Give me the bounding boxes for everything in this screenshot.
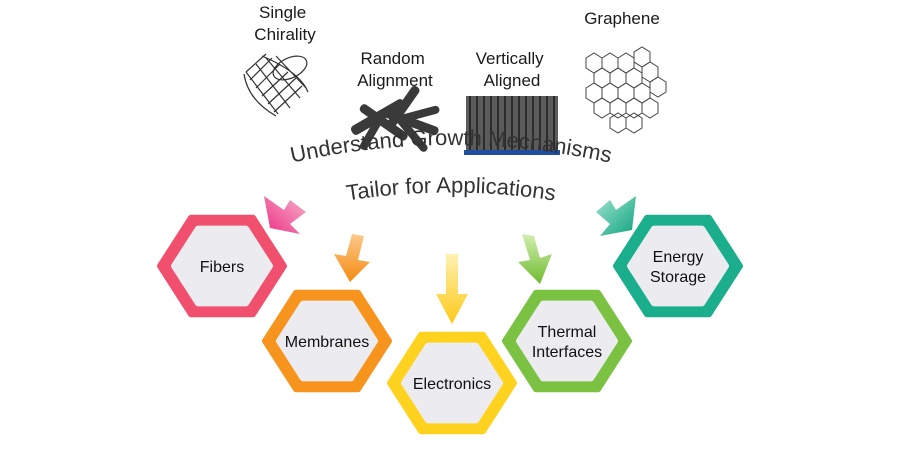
arc-text-line2: Tailor for Applications	[344, 172, 557, 205]
hex-thermal-interfaces-fill	[516, 300, 618, 382]
hex-fibers-fill	[171, 225, 273, 307]
arrow-to-energy-storage	[596, 196, 636, 236]
single-chirality-nanotube-icon	[243, 53, 309, 117]
hex-fibers-label: Fibers	[200, 259, 244, 276]
label-graphene: Graphene	[584, 9, 660, 28]
arrow-to-fibers	[264, 196, 306, 234]
label-single-chirality: Single Chirality	[254, 3, 316, 44]
label-vertically-aligned: Vertically Aligned	[476, 49, 549, 90]
arrow-to-membranes	[334, 234, 370, 282]
vertically-aligned-forest-icon	[464, 96, 560, 155]
label-random-alignment: Random Alignment	[357, 49, 433, 90]
random-alignment-nanotubes-icon	[350, 85, 440, 152]
hex-electronics-label: Electronics	[413, 376, 491, 393]
hex-fibers: Fibers	[157, 214, 287, 318]
graphene-lattice-icon	[585, 46, 667, 134]
hex-electronics-fill	[401, 342, 503, 424]
hex-energy-storage-fill	[627, 225, 729, 307]
arc-text-line1: Understand Growth Mechanisms	[288, 125, 614, 168]
hex-membranes: Membranes	[262, 289, 392, 393]
hex-electronics: Electronics	[387, 331, 517, 435]
arrow-to-thermal-interfaces	[518, 234, 552, 284]
substrate	[464, 150, 560, 155]
hex-membranes-fill	[276, 300, 378, 382]
hex-membranes-label: Membranes	[285, 334, 369, 351]
arrow-to-electronics	[436, 254, 468, 324]
